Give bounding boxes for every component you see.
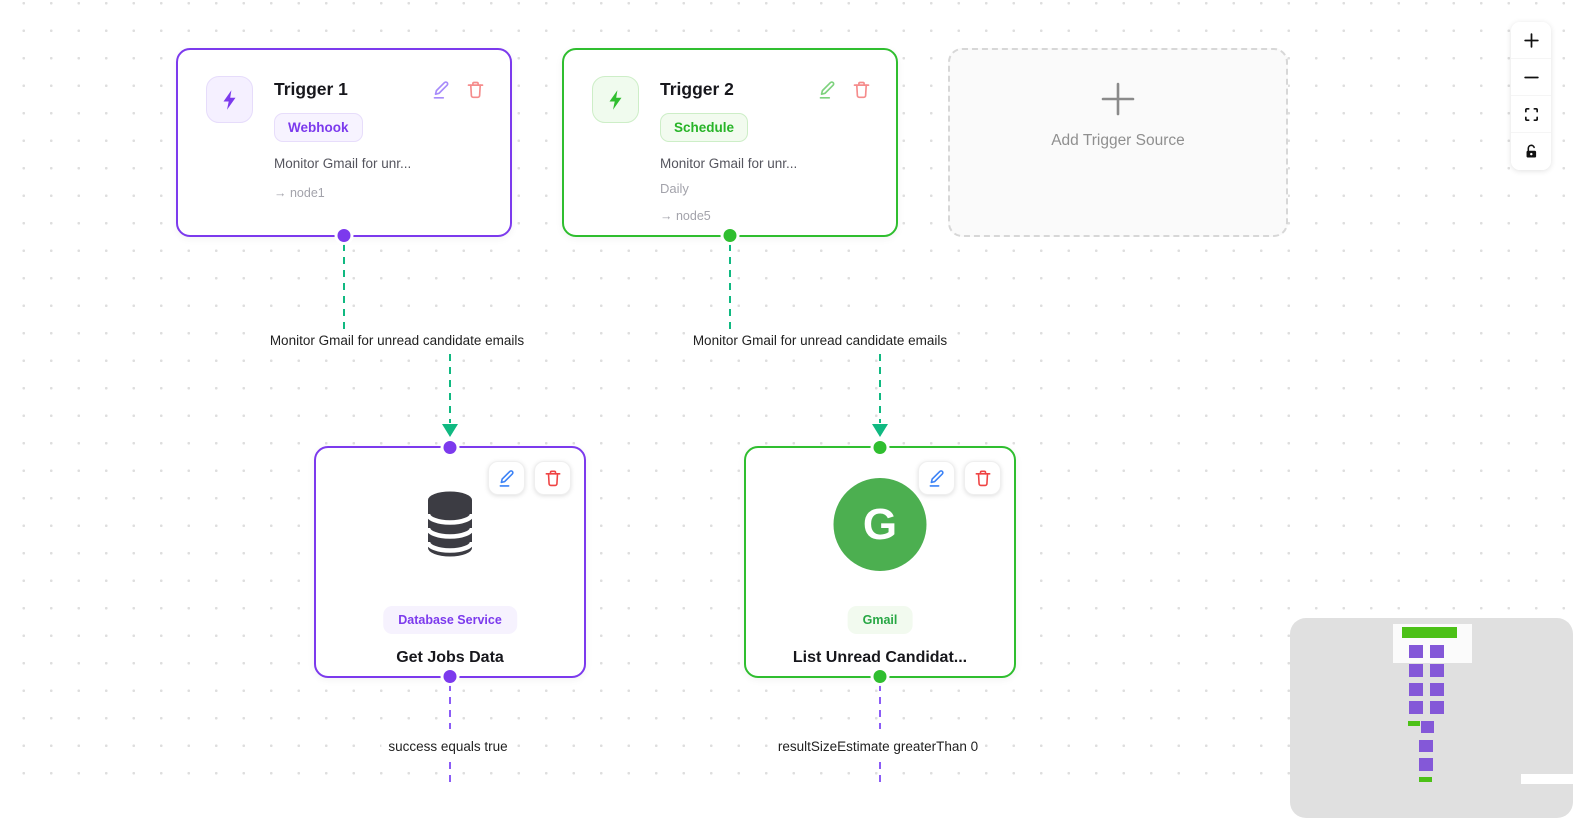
delete-node-button[interactable] (964, 461, 1001, 495)
edit-node-button[interactable] (488, 461, 525, 495)
minimap-node (1430, 664, 1444, 677)
source-handle[interactable] (874, 670, 887, 683)
flow-controls (1511, 22, 1551, 170)
node-list-unread-candidates[interactable]: G Gmail List Unread Candidat... (744, 446, 1016, 678)
edge-jobs-condition (449, 762, 451, 782)
node-title: List Unread Candidat... (746, 649, 1014, 667)
gmail-letter: G (863, 500, 897, 550)
minimap-node (1430, 645, 1444, 658)
minimap[interactable] (1290, 618, 1573, 818)
trigger-description: Monitor Gmail for unr... (660, 156, 797, 171)
minimap-node (1408, 721, 1420, 726)
edit-icon (497, 468, 517, 488)
trigger-title: Trigger 2 (660, 79, 734, 100)
edge-jobs-condition (449, 684, 451, 729)
node-title: Get Jobs Data (316, 649, 584, 667)
minimap-attribution (1521, 774, 1573, 784)
add-trigger-source-button[interactable]: Add Trigger Source (948, 48, 1288, 237)
minimap-node (1430, 701, 1444, 714)
minimap-node (1421, 721, 1434, 733)
source-handle[interactable] (444, 670, 457, 683)
trash-icon (543, 468, 563, 488)
minimap-node (1419, 758, 1433, 771)
minimap-node (1419, 777, 1432, 782)
plus-icon (1522, 31, 1541, 50)
edge-gmail-condition (879, 684, 881, 729)
trigger-type-badge: Schedule (660, 113, 748, 142)
minimap-node (1402, 627, 1457, 638)
zoom-out-button[interactable] (1511, 59, 1551, 96)
node-service-badge: Database Service (383, 606, 517, 634)
edge-label: resultSizeEstimate greaterThan 0 (771, 737, 985, 756)
edit-icon[interactable] (817, 79, 838, 100)
delete-icon[interactable] (465, 79, 486, 100)
database-icon (422, 490, 478, 560)
trigger-target-node: → node1 (274, 186, 325, 200)
delete-node-button[interactable] (534, 461, 571, 495)
trigger-type-badge: Webhook (274, 113, 363, 142)
edge-label: success equals true (381, 737, 514, 756)
zoom-in-button[interactable] (1511, 22, 1551, 59)
trigger-description: Monitor Gmail for unr... (274, 156, 411, 171)
minimap-node (1419, 740, 1433, 752)
trigger-card-1[interactable]: Trigger 1 Webhook Monitor Gmail for unr.… (176, 48, 512, 237)
edge-trigger2 (879, 354, 881, 423)
edge-trigger1 (343, 244, 345, 330)
source-handle[interactable] (724, 229, 737, 242)
edit-node-button[interactable] (918, 461, 955, 495)
edge-trigger2 (729, 244, 731, 330)
lightning-bolt-icon (592, 76, 639, 123)
minimap-node (1430, 683, 1444, 696)
arrowhead-icon (872, 424, 888, 437)
target-handle[interactable] (874, 441, 887, 454)
edge-trigger1 (449, 354, 451, 423)
minimap-node (1409, 645, 1423, 658)
arrowhead-icon (442, 424, 458, 437)
edit-icon (927, 468, 947, 488)
lightning-bolt-icon (206, 76, 253, 123)
plus-icon (1097, 78, 1139, 120)
trigger-card-2[interactable]: Trigger 2 Schedule Monitor Gmail for unr… (562, 48, 898, 237)
edge-label: Monitor Gmail for unread candidate email… (686, 331, 954, 350)
workflow-canvas[interactable]: Trigger 1 Webhook Monitor Gmail for unr.… (0, 0, 1590, 782)
node-get-jobs-data[interactable]: Database Service Get Jobs Data (314, 446, 586, 678)
unlock-icon (1523, 143, 1540, 160)
fit-view-button[interactable] (1511, 96, 1551, 133)
trigger-schedule: Daily (660, 181, 689, 196)
node-service-badge: Gmail (848, 606, 913, 634)
target-handle[interactable] (444, 441, 457, 454)
edit-icon[interactable] (431, 79, 452, 100)
source-handle[interactable] (338, 229, 351, 242)
edge-label: Monitor Gmail for unread candidate email… (263, 331, 531, 350)
trigger-target-node: → node5 (660, 209, 711, 223)
minus-icon (1522, 68, 1541, 87)
delete-icon[interactable] (851, 79, 872, 100)
minimap-node (1409, 701, 1423, 714)
lock-interactivity-button[interactable] (1511, 133, 1551, 170)
edge-gmail-condition (879, 762, 881, 782)
add-trigger-source-label: Add Trigger Source (1051, 132, 1185, 150)
fit-view-icon (1523, 106, 1540, 123)
trash-icon (973, 468, 993, 488)
trigger-title: Trigger 1 (274, 79, 348, 100)
gmail-icon: G (834, 478, 927, 571)
minimap-node (1409, 664, 1423, 677)
minimap-node (1409, 683, 1423, 696)
